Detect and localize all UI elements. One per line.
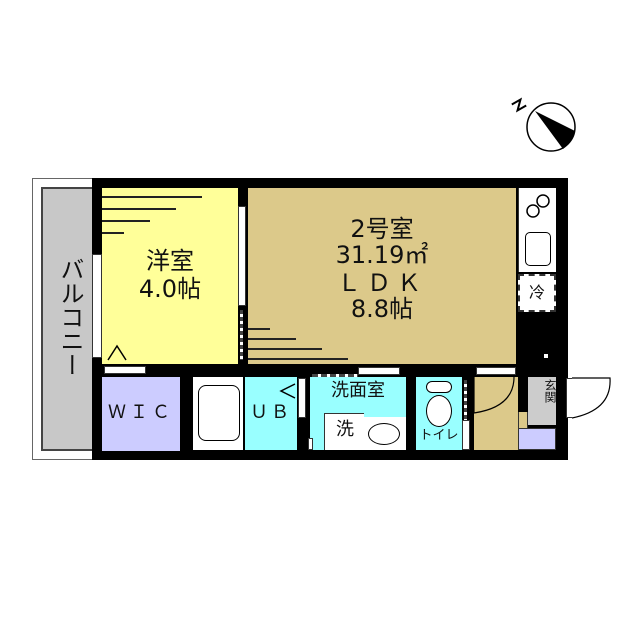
ub-label: ＵＢ <box>250 402 292 423</box>
balcony: バルコニー <box>32 178 94 460</box>
washroom-label: 洗面室 <box>331 380 385 401</box>
washer-space: 洗 <box>324 413 364 450</box>
washer-label: 洗 <box>336 419 354 440</box>
room-toilet: トイレ <box>416 377 462 450</box>
unit-type: ＬＤＫ <box>337 269 427 297</box>
room-washroom: 洗面室 洗 <box>310 374 406 450</box>
entrance-door-swing-icon <box>572 377 611 419</box>
stove-icon <box>526 194 550 218</box>
western-closet-door[interactable] <box>104 366 146 374</box>
ldk-size: 8.8帖 <box>350 295 414 323</box>
western-ldk-dashed <box>240 310 243 360</box>
shoe-box <box>518 428 556 450</box>
fridge-label: 冷 <box>528 283 545 302</box>
ub-door-icon <box>279 383 296 399</box>
compass <box>505 95 585 155</box>
vanity-sink <box>364 417 406 450</box>
entrance-label: 玄関 <box>543 379 557 403</box>
sink-basin-icon <box>368 423 400 445</box>
toilet-door[interactable] <box>462 420 470 450</box>
western-room-size: 4.0帖 <box>138 275 202 303</box>
toilet-bowl-icon <box>426 395 452 427</box>
unit-area: 31.19㎡ <box>335 241 429 269</box>
toilet-tank-icon <box>426 381 452 393</box>
room-western: 洋室 4.0帖 <box>102 188 238 364</box>
bathtub-area <box>193 377 243 450</box>
wic-label: ＷＩＣ <box>108 402 174 423</box>
bathtub-icon <box>198 385 240 441</box>
western-window[interactable] <box>92 254 102 358</box>
western-room-name: 洋室 <box>146 247 194 275</box>
balcony-label: バルコニー <box>56 257 84 377</box>
triangle-icon <box>107 344 127 361</box>
toilet-label: トイレ <box>419 428 459 443</box>
hall-door-swing-icon <box>474 377 515 414</box>
washroom-door[interactable] <box>358 367 400 375</box>
ub-door[interactable] <box>298 378 306 418</box>
hallway <box>474 377 518 450</box>
room-ub: ＵＢ <box>245 377 297 450</box>
room-ldk: 2号室 31.19㎡ ＬＤＫ 8.8帖 <box>248 188 516 364</box>
sink-icon <box>525 232 551 266</box>
compass-north-icon <box>511 97 576 152</box>
fridge-space: 冷 <box>518 274 556 312</box>
hall-door[interactable] <box>476 367 516 375</box>
western-ldk-sliding-door[interactable] <box>238 206 246 306</box>
kitchen-counter <box>518 188 556 272</box>
unit-name: 2号室 <box>350 215 414 243</box>
room-wic: ＷＩＣ <box>102 377 180 451</box>
room-entrance: 玄関 <box>528 377 557 425</box>
